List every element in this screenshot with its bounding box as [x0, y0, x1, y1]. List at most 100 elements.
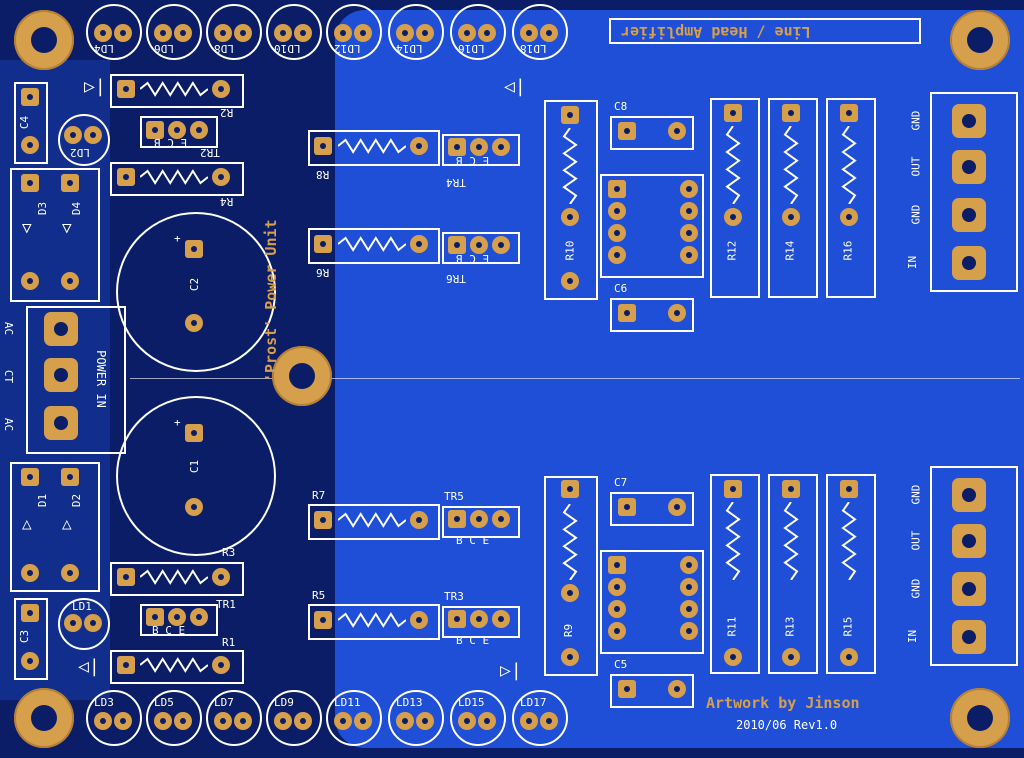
led-bottom-pad [478, 712, 496, 730]
tr2-pad-3 [190, 121, 208, 139]
tr1-label: TR1 [216, 598, 236, 611]
ld2-pad-2 [84, 126, 102, 144]
r6-pad-1 [314, 235, 332, 253]
led-top-label: LD8 [214, 42, 234, 55]
led-top-pad [274, 24, 292, 42]
dip-pad [680, 556, 698, 574]
d1-pad-1 [21, 468, 39, 486]
led-bottom-pad [234, 712, 252, 730]
led-top-label: LD12 [334, 42, 361, 55]
dip-pad [608, 578, 626, 596]
ld1-outline [58, 598, 110, 650]
r10-pad-2 [561, 208, 579, 226]
d1-label: D1 [36, 493, 50, 508]
led-bottom-outline [86, 690, 142, 746]
resistor-pad [782, 104, 800, 122]
r6-outline [308, 228, 440, 264]
r9-label: R9 [562, 623, 576, 638]
r5-outline [308, 604, 440, 640]
led-top-outline [266, 4, 322, 60]
dip-pad [680, 202, 698, 220]
tr5-pad-2 [470, 510, 488, 528]
r4-pad-2 [212, 168, 230, 186]
tr2-pad-1 [146, 121, 164, 139]
resistor-label: R13 [783, 616, 797, 637]
led-top-pad [458, 24, 476, 42]
ld1-label: LD1 [72, 600, 92, 613]
power-in-connector [26, 306, 126, 454]
led-top-label: LD6 [154, 42, 174, 55]
resistor-pad [724, 104, 742, 122]
r5-pad-1 [314, 611, 332, 629]
led-bottom-pad [294, 712, 312, 730]
r8-pad-2 [410, 137, 428, 155]
power-unit-label: 'Prost' Power Unit [262, 219, 280, 382]
c6-label: C6 [614, 282, 628, 295]
credit-text: Artwork by Jinson [706, 694, 860, 712]
r8-outline [308, 130, 440, 166]
resistor-symbol-icon [338, 236, 406, 252]
r1-pad-1 [117, 656, 135, 674]
r7-pad-2 [410, 511, 428, 529]
c3-outline [14, 598, 48, 680]
r3-pad-1 [117, 568, 135, 586]
c1-plus: + [174, 416, 181, 429]
c2-outline [116, 212, 276, 372]
power-terminal-3 [44, 406, 78, 440]
led-top-outline [86, 4, 142, 60]
io-label-top: IN [906, 255, 920, 270]
r4-label: R4 [220, 195, 234, 208]
tr1-pad-2 [168, 608, 186, 626]
mounting-hole-top-right [950, 10, 1010, 70]
led-bottom-pad [334, 712, 352, 730]
c4-pad-1 [21, 88, 39, 106]
io-terminal-top [952, 246, 986, 280]
c1-outline [116, 396, 276, 556]
c5-pad-1 [618, 680, 636, 698]
resistor-symbol-icon [562, 128, 578, 204]
io-terminal-bottom [952, 620, 986, 654]
io-label-bottom: OUT [909, 530, 923, 551]
r1-pad-2 [212, 656, 230, 674]
led-top-outline [326, 4, 382, 60]
d3-pad-2 [21, 272, 39, 290]
io-label-bottom: GND [909, 484, 923, 505]
power-pin-ct: CT [2, 369, 16, 384]
led-bottom-label: LD5 [154, 696, 174, 709]
tr2-pin-labels: E C B [154, 136, 188, 149]
resistor-outline [768, 98, 818, 298]
ld1-pad-1 [64, 614, 82, 632]
resistor-pad [724, 208, 742, 226]
led-bottom-outline [206, 690, 262, 746]
resistor-symbol-icon [841, 502, 857, 580]
led-top-pad [294, 24, 312, 42]
tr4-label: TR4 [446, 176, 466, 189]
dip-pad [680, 246, 698, 264]
c8-pad-2 [668, 122, 686, 140]
io-terminal-top [952, 198, 986, 232]
led-symbol-icon: ▷| [500, 660, 522, 681]
diode-d1-icon: △ [22, 514, 32, 533]
resistor-symbol-icon [338, 138, 406, 154]
ld2-label: LD2 [70, 146, 90, 159]
r9-pad-1 [561, 480, 579, 498]
tr2-pad-2 [168, 121, 186, 139]
r7-pad-1 [314, 511, 332, 529]
tr6-pin-labels: E C B [456, 252, 490, 265]
led-top-pad [234, 24, 252, 42]
tr6-label: TR6 [446, 272, 466, 285]
tr2-label: TR2 [200, 146, 220, 159]
c5-label: C5 [614, 658, 628, 671]
tr4-pin-labels: E C B [456, 154, 490, 167]
resistor-symbol-icon [841, 126, 857, 204]
tr2-outline [140, 116, 218, 148]
resistor-label: R14 [783, 240, 797, 261]
r9-outline [544, 476, 598, 676]
led-bottom-pad [94, 712, 112, 730]
c4-pad-2 [21, 136, 39, 154]
tr4-outline [442, 134, 520, 166]
tr3-pad-2 [470, 610, 488, 628]
c5-pad-2 [668, 680, 686, 698]
r2-pad-2 [212, 80, 230, 98]
led-bottom-pad [154, 712, 172, 730]
